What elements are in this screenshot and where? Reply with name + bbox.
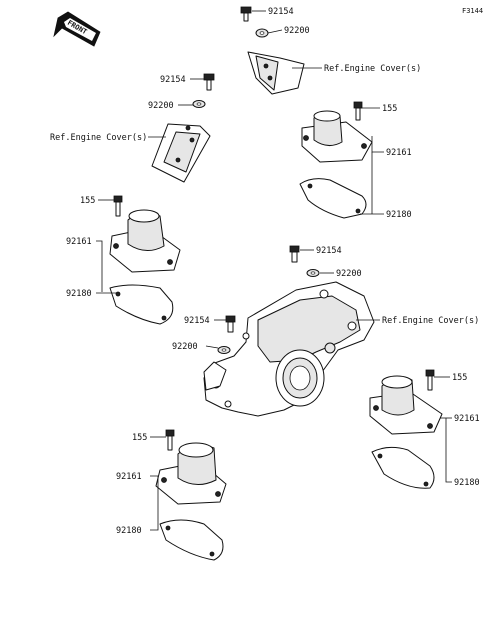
label-top-left-mount: 92161 (66, 237, 92, 247)
label-top-left-ref: Ref.Engine Cover(s) (50, 133, 147, 143)
washer-icon (217, 346, 231, 354)
washer-icon (306, 269, 320, 277)
stud-bolt-icon (165, 429, 175, 451)
plate-icon (109, 284, 174, 325)
label-left-bolt: 92154 (184, 316, 210, 326)
bolt-icon (203, 73, 215, 91)
rubber-mount-icon (109, 209, 181, 273)
label-top-right-washer: 92200 (284, 26, 310, 36)
bolt-icon (225, 315, 236, 333)
plate-icon (299, 178, 367, 219)
label-bottom-right-plate: 92180 (454, 478, 480, 488)
stud-bolt-icon (425, 369, 435, 391)
center-bolt-group (217, 245, 320, 354)
label-center-bolt: 92154 (316, 246, 342, 256)
label-top-right-ref: Ref.Engine Cover(s) (324, 64, 421, 74)
label-top-right-plate: 92180 (386, 210, 412, 220)
rubber-mount-icon (369, 375, 443, 435)
washer-icon (255, 28, 269, 38)
label-top-left-stud: 155 (80, 196, 95, 206)
bottom-right-group (369, 369, 443, 489)
washer-icon (192, 100, 206, 108)
bracket-icon (247, 51, 305, 95)
leader-lines (96, 10, 452, 531)
label-top-left-plate: 92180 (66, 289, 92, 299)
label-center-ref: Ref.Engine Cover(s) (382, 316, 479, 326)
label-bottom-left-mount: 92161 (116, 472, 142, 482)
plate-icon (371, 446, 435, 489)
bolt-icon (289, 245, 300, 263)
top-left-group (109, 73, 215, 325)
label-left-washer: 92200 (172, 342, 198, 352)
stud-bolt-icon (353, 101, 363, 121)
label-top-left-bolt: 92154 (160, 75, 186, 85)
front-arrow-icon: FRONT (53, 11, 101, 47)
label-bottom-left-plate: 92180 (116, 526, 142, 536)
label-top-right-stud: 155 (382, 104, 397, 114)
top-right-group (240, 6, 373, 219)
label-bottom-right-mount: 92161 (454, 414, 480, 424)
plate-icon (159, 519, 224, 561)
label-top-right-mount: 92161 (386, 148, 412, 158)
figure-id: F3144 (462, 7, 483, 15)
bottom-left-group (155, 429, 227, 561)
bolt-icon (240, 6, 252, 22)
stud-bolt-icon (113, 195, 123, 217)
label-top-left-washer: 92200 (148, 101, 174, 111)
engine-housing-icon (203, 281, 375, 417)
rubber-mount-icon (301, 110, 373, 163)
rubber-mount-icon (155, 442, 227, 505)
label-center-washer: 92200 (336, 269, 362, 279)
label-top-right-bolt: 92154 (268, 7, 294, 17)
label-bottom-left-stud: 155 (132, 433, 147, 443)
label-bottom-right-stud: 155 (452, 373, 467, 383)
bracket-icon (151, 123, 211, 183)
